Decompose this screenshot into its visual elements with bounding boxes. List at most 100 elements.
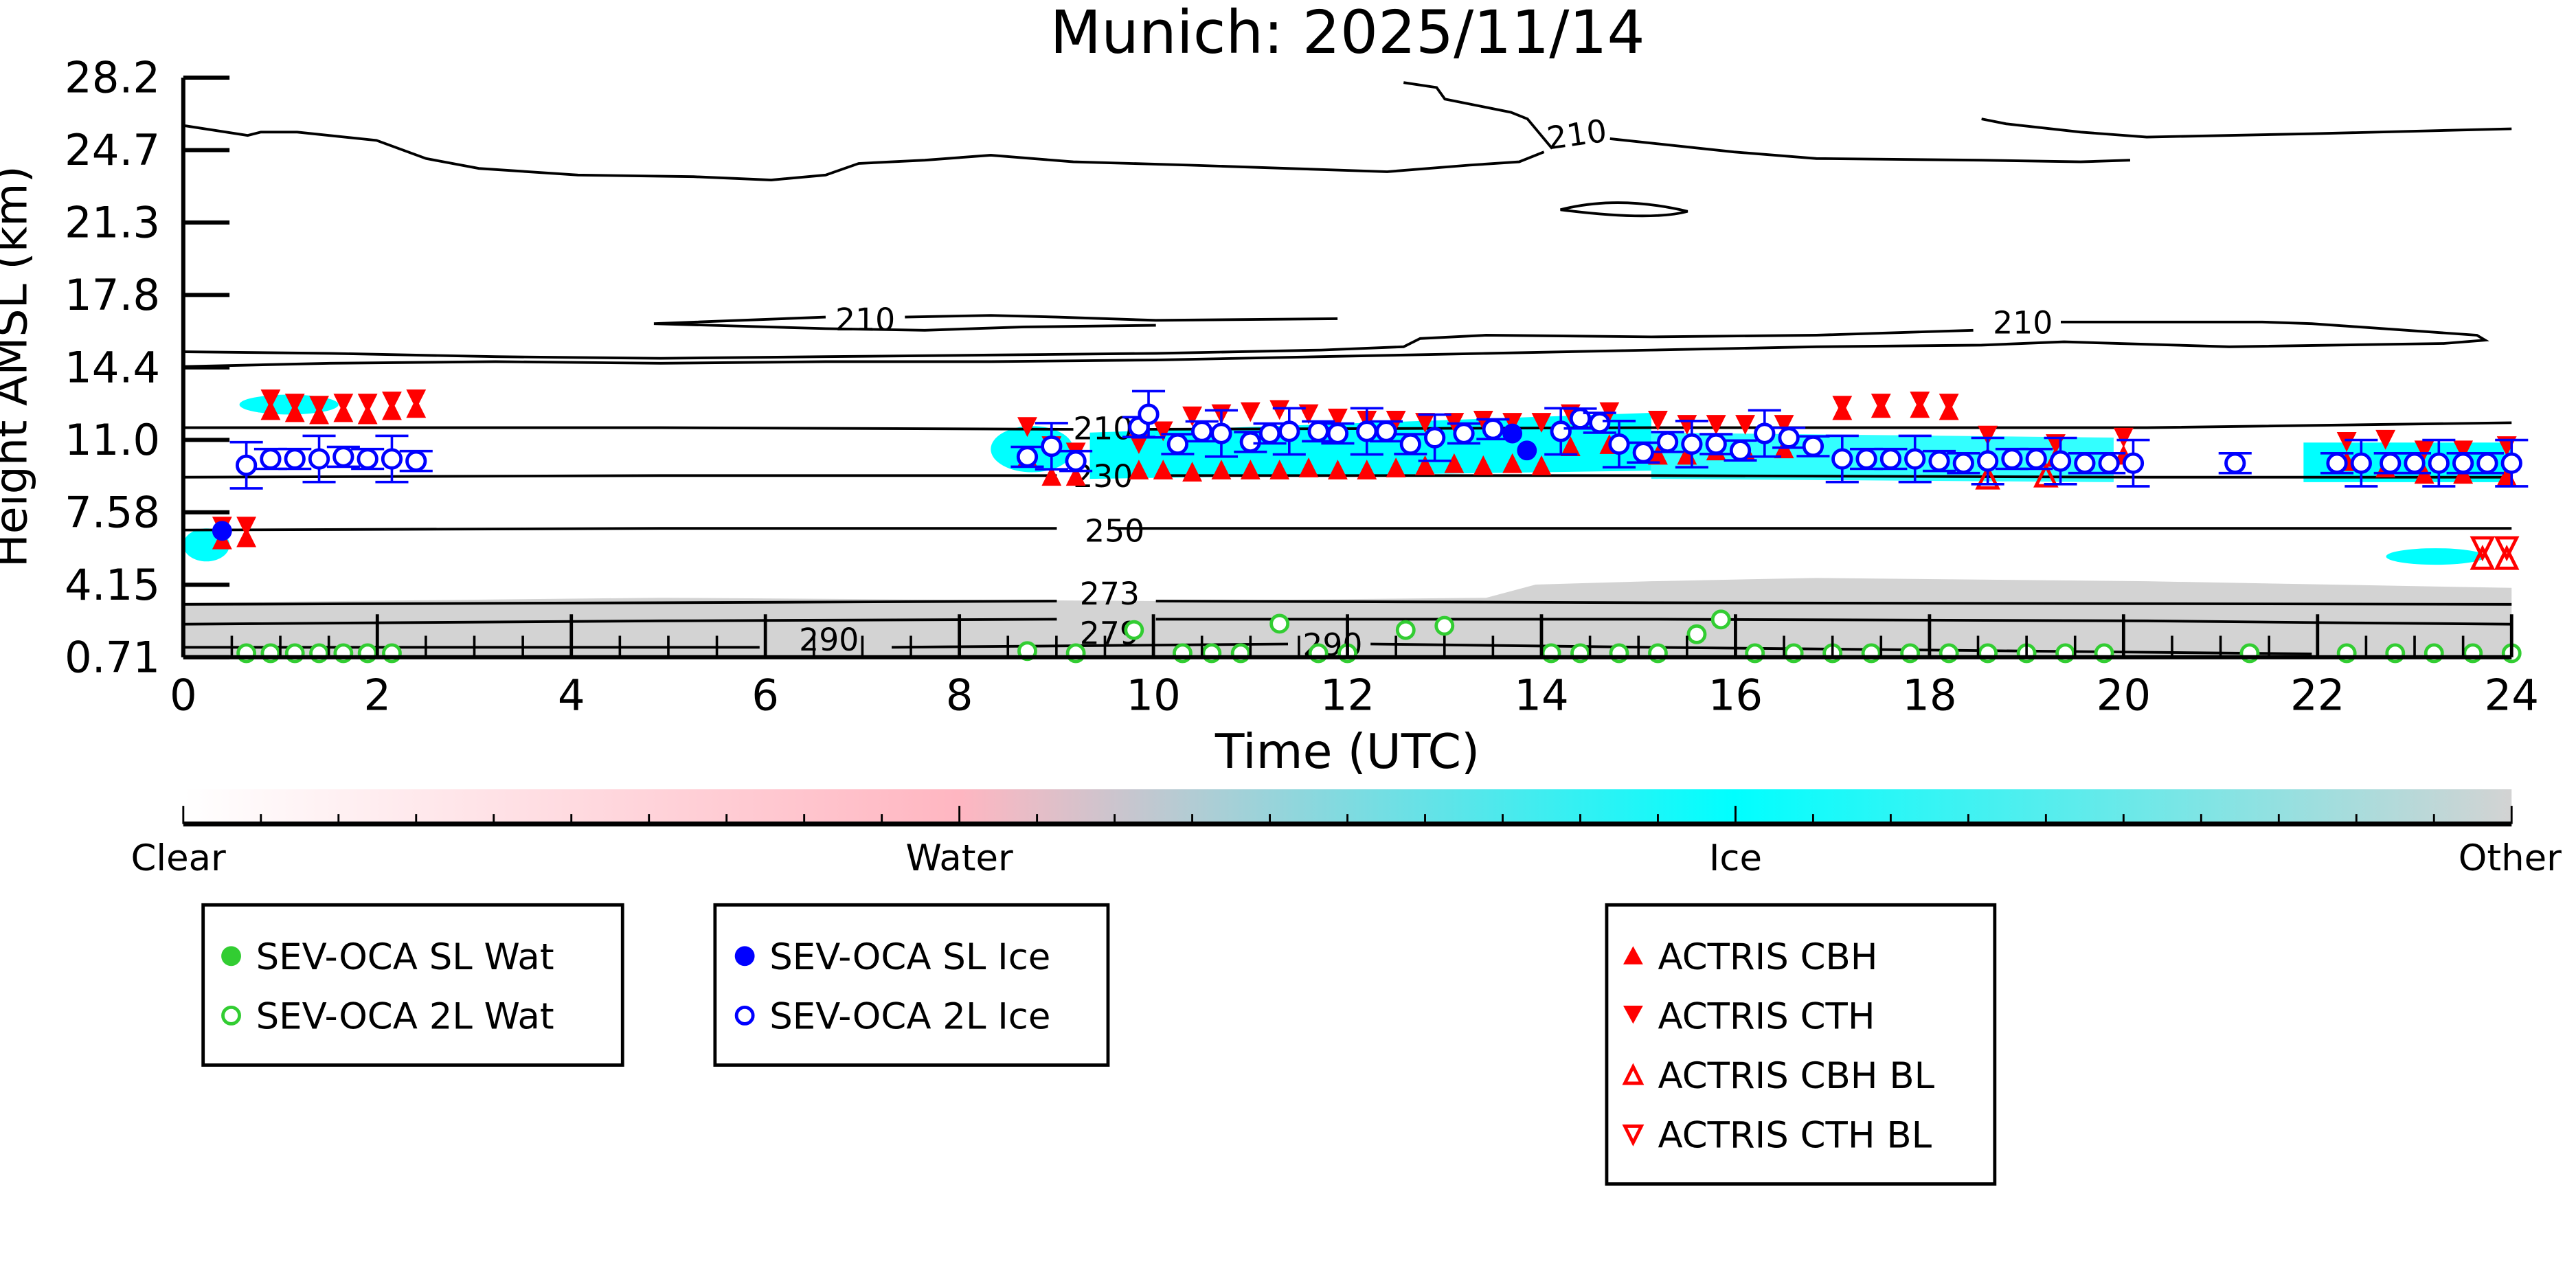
x-tick-label: 18 [1902, 670, 1957, 721]
actris-cbh-point [1182, 462, 1202, 482]
actris-cth-point [1939, 394, 1959, 414]
sev-oca-2l-ice-point [332, 446, 354, 468]
sev-oca-2l-ice-point [2074, 452, 2096, 474]
y-tick-label: 11.0 [65, 415, 160, 465]
contour-label: 210 [835, 302, 895, 338]
sev-oca-2l-ice-point [1424, 427, 1446, 449]
sev-oca-2l-ice-point [1210, 422, 1232, 444]
actris-cth-point [333, 394, 354, 414]
sev-oca-2l-ice-point [1904, 448, 1926, 470]
contour-label: 290 [799, 622, 859, 658]
sev-oca-2l-ice-point [1278, 420, 1300, 442]
actris-cth-point [1473, 410, 1493, 431]
sev-oca-2l-ice-point [2098, 452, 2120, 474]
sev-oca-2l-ice-point [1802, 435, 1824, 457]
sev-oca-2l-ice-point [1705, 433, 1727, 455]
sev-oca-2l-ice-point [2404, 452, 2426, 474]
sev-oca-2l-ice-point [2380, 452, 2402, 474]
actris-cth-point [1871, 394, 1891, 414]
actris-cbh-point [1327, 460, 1348, 479]
actris-cth-point [1182, 406, 1202, 427]
sev-oca-2l-wat-point [1686, 624, 1707, 644]
contour-labels: 210 210 210 210 230 250 273 279 290 290 [799, 113, 2053, 664]
legend-item: SEV-OCA 2L Ice [769, 996, 1050, 1038]
y-tick-label: 4.15 [65, 560, 160, 610]
sev-oca-2l-ice-point [2476, 452, 2498, 474]
sev-oca-2l-ice-point [1928, 450, 1950, 472]
y-tick-label: 17.8 [65, 270, 160, 320]
sev-oca-2l-ice-point [1399, 433, 1421, 455]
x-tick-label: 6 [752, 670, 779, 721]
actris-cth-point [1017, 417, 1037, 438]
sev-oca-2l-ice-point [2025, 448, 2047, 470]
sev-oca-2l-ice-point [1952, 452, 1974, 474]
sev-oca-2l-wat-point [1434, 615, 1455, 636]
actris-cbh-point [1065, 466, 1086, 486]
sev-oca-2l-ice-point [357, 448, 379, 470]
sev-oca-2l-ice-point [1041, 435, 1063, 457]
actris-cbh-point [1211, 460, 1232, 479]
sev-oca-sl-ice-point [1517, 440, 1537, 461]
actris-cbh-point [1041, 466, 1062, 486]
x-tick-label: 24 [2484, 670, 2539, 721]
legend-sev-oca-water: SEV-OCA SL Wat SEV-OCA 2L Wat [201, 903, 624, 1067]
sev-oca-2l-ice-point [2350, 452, 2372, 474]
x-tick-label: 0 [170, 670, 197, 721]
contour-label: 210 [1073, 410, 1133, 447]
actris-cbh-point [1444, 453, 1465, 473]
contour-label: 250 [1085, 512, 1144, 549]
x-tick-label: 8 [946, 670, 973, 721]
sev-oca-2l-ice-point [1482, 418, 1504, 440]
sev-oca-2l-ice-point [284, 448, 306, 470]
y-axis: 28.224.721.317.814.411.07.584.150.71 [65, 53, 230, 682]
actris-cbh-point [1129, 460, 1149, 479]
actris-cth-point [1978, 425, 1998, 446]
sev-oca-2l-ice-point [1065, 450, 1087, 472]
sev-oca-2l-ice-point [381, 448, 403, 470]
actris-cbh-point [1240, 460, 1261, 479]
actris-cth-point [1240, 402, 1261, 422]
sev-oca-2l-ice-point [1729, 440, 1752, 462]
sev-oca-2l-ice-point [1356, 420, 1378, 442]
actris-cbh-point [1502, 453, 1523, 473]
actris-cth-point [406, 389, 427, 409]
sev-oca-2l-wat-point [1124, 620, 1144, 640]
sev-oca-2l-ice-point [1138, 403, 1160, 425]
x-tick-label: 20 [2097, 670, 2151, 721]
sev-oca-2l-ice-point [2428, 452, 2450, 474]
sev-oca-2l-ice-point [1778, 427, 1800, 449]
actris-cbh-point [1648, 444, 1668, 465]
x-tick-label: 12 [1320, 670, 1375, 721]
sev-oca-2l-wat-point [1710, 609, 1731, 630]
temperature-contours [183, 81, 2512, 655]
actris-cbh-bl-point [1975, 464, 2000, 490]
y-tick-label: 14.4 [65, 342, 160, 392]
sev-oca-2l-ice-point [2224, 452, 2246, 474]
contour-label: 210 [1993, 305, 2053, 341]
actris-cth-point [1910, 392, 1930, 411]
sev-oca-2l-ice-point [1879, 448, 1902, 470]
actris-cbh-bl-point [2033, 462, 2059, 488]
y-axis-label: Height AMSL (km) [0, 166, 37, 567]
x-tick-label: 10 [1126, 670, 1181, 721]
colorbar: Clear Water Ice Other [131, 789, 2562, 879]
actris-cth-point [1648, 410, 1668, 431]
actris-cbh-point [260, 400, 281, 420]
actris-cth-point [284, 394, 305, 414]
sev-oca-2l-ice-point [2122, 452, 2145, 474]
actris-cbh-point [1531, 455, 1552, 475]
x-tick-label: 16 [1708, 670, 1763, 721]
legend-item: SEV-OCA SL Ice [769, 936, 1050, 978]
x-tick-label: 4 [558, 670, 585, 721]
legend-item: SEV-OCA SL Wat [256, 936, 554, 978]
sev-oca-2l-ice-point [1326, 422, 1349, 444]
x-tick-label: 22 [2290, 670, 2345, 721]
actris-cth-point [1502, 413, 1523, 433]
sev-oca-2l-ice-point [1166, 433, 1189, 455]
actris-cth-point [1153, 421, 1173, 442]
sev-oca-2l-ice-point [1608, 433, 1630, 455]
actris-cbh-bl-point [2470, 545, 2496, 570]
actris-cth-bl-point [2470, 536, 2496, 562]
sev-oca-2l-ice-point [1191, 420, 1213, 442]
